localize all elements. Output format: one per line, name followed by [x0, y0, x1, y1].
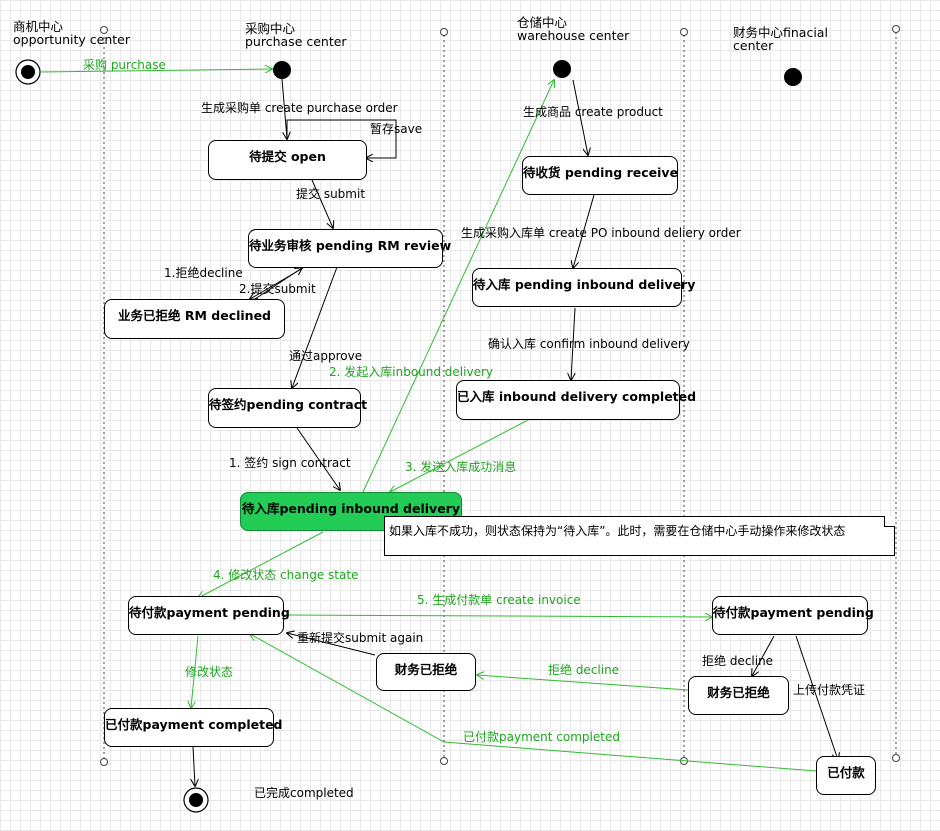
lane-separators — [100, 25, 900, 766]
label-decline-finance-2: 拒绝 decline — [702, 654, 774, 668]
note-fold-corner — [884, 516, 895, 527]
start-node-purchase — [273, 61, 291, 79]
end-node — [183, 787, 209, 813]
label-decline-1: 1.拒绝decline — [164, 266, 243, 280]
label-sign-contract: 1. 签约 sign contract — [229, 456, 351, 470]
label-approve: 通过approve — [289, 349, 363, 363]
state-wh-pending-inbound[interactable]: 待入库 pending inbound delivery — [472, 268, 695, 307]
start-node-opportunity — [15, 59, 41, 85]
lane-title-en: opportunity center — [13, 31, 131, 47]
lane-title-en: center — [733, 37, 774, 53]
label-confirm-inbound: 确认入库 confirm inbound delivery — [488, 337, 690, 351]
lane-title-zh: 财务中心finacial — [733, 25, 828, 40]
state-open[interactable]: 待提交 open — [208, 140, 367, 180]
lane-title-en: purchase center — [245, 33, 347, 49]
state-pending-contract[interactable]: 待签约pending contract — [208, 388, 367, 428]
start-node-warehouse — [553, 60, 571, 78]
label-submit-2: 2.提交submit — [239, 282, 316, 296]
lane-title-en: warehouse center — [517, 27, 630, 43]
state-fin-declined[interactable]: 财务已拒绝 — [688, 676, 789, 715]
state-fin-payment-pending[interactable]: 待付款payment pending — [712, 596, 874, 635]
lane-title-opportunity: 商机中心 opportunity center — [13, 19, 131, 47]
note-text: 如果入库不成功，则状态保持为“待入库”。此时，需要在仓储中心手动操作来修改状态 — [389, 524, 846, 538]
label-save: 暂存save — [370, 122, 423, 136]
label-inbound-msg: 3. 发送入库成功消息 — [405, 460, 517, 474]
state-inbound-completed[interactable]: 已入库 inbound delivery completed — [456, 380, 696, 420]
label-create-invoice: 5. 生成付款单 create invoice — [417, 593, 581, 607]
green-transitions — [39, 69, 817, 772]
state-rm-review[interactable]: 待业务审核 pending RM review — [248, 229, 451, 268]
lane-title-finance: 财务中心finacial center — [733, 25, 828, 53]
state-finance-declined[interactable]: 财务已拒绝 — [376, 653, 476, 691]
label-create-po: 生成采购单 create purchase order — [201, 101, 398, 115]
state-rm-declined[interactable]: 业务已拒绝 RM declined — [104, 299, 285, 339]
lane-title-zh: 仓储中心 — [517, 15, 568, 30]
lane-title-zh: 采购中心 — [245, 21, 296, 36]
lane-title-warehouse: 仓储中心 warehouse center — [517, 15, 630, 43]
label-upload-voucher: 上传付款凭证 — [793, 683, 866, 697]
lane-title-zh: 商机中心 — [13, 19, 64, 34]
label-submit-again: 重新提交submit again — [297, 631, 424, 645]
label-submit: 提交 submit — [296, 187, 366, 201]
black-transitions — [193, 78, 838, 786]
state-payment-pending[interactable]: 待付款payment pending — [128, 596, 290, 635]
label-paid-completed: 已付款payment completed — [463, 730, 620, 744]
lane-title-purchase: 采购中心 purchase center — [245, 21, 347, 49]
state-payment-completed[interactable]: 已付款payment completed — [104, 708, 283, 747]
label-start-inbound: 2. 发起入库inbound delivery — [329, 365, 493, 379]
label-purchase: 采购 purchase — [83, 58, 166, 72]
state-pending-receive[interactable]: 待收货 pending receive — [522, 156, 678, 195]
label-change-state: 4. 修改状态 change state — [213, 568, 359, 582]
label-decline-finance: 拒绝 decline — [548, 663, 620, 677]
label-completed: 已完成completed — [254, 786, 354, 800]
note-box: 如果入库不成功，则状态保持为“待入库”。此时，需要在仓储中心手动操作来修改状态 — [384, 516, 895, 556]
label-modify-state: 修改状态 — [185, 665, 234, 679]
label-create-inbound-order: 生成采购入库单 create PO inbound deliery order — [461, 226, 741, 240]
label-create-product: 生成商品 create product — [523, 105, 663, 119]
state-paid[interactable]: 已付款 — [816, 756, 876, 795]
start-node-finance — [784, 68, 802, 86]
